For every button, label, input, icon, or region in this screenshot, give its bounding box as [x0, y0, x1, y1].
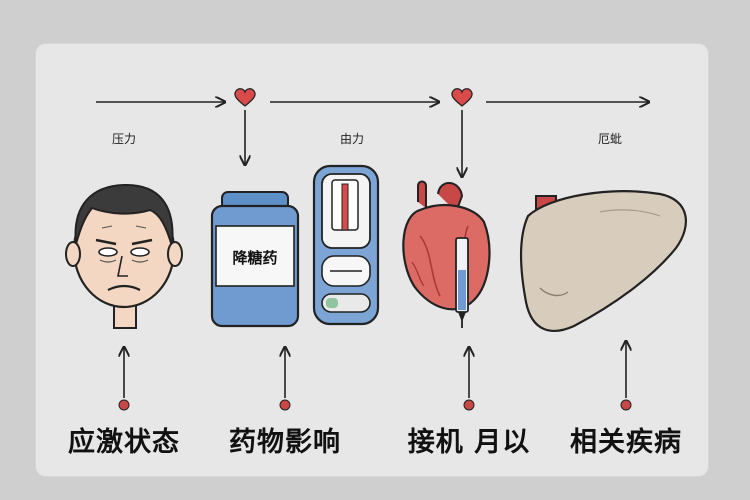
liver-icon — [519, 190, 688, 332]
heart-icon-2 — [451, 88, 473, 107]
dot-3 — [463, 399, 475, 411]
bottom-label-1: 应激状态 — [68, 427, 180, 458]
top-label-1: 压力 — [111, 132, 137, 146]
top-label-2: 由力 — [339, 132, 365, 146]
bottom-label-3: 接机 月以 — [407, 427, 531, 458]
bottom-label-2: 药物影响 — [229, 427, 341, 458]
glucose-meter-icon — [312, 164, 380, 326]
dot-2 — [279, 399, 291, 411]
heart-with-syringe-icon — [402, 180, 491, 328]
stressed-face-icon — [65, 183, 183, 329]
bottom-label-4: 相关疾病 — [570, 427, 682, 458]
top-label-3: 厄蚍 — [597, 132, 623, 146]
heart-icon-1 — [234, 88, 256, 107]
bottle-label: 降糖药 — [232, 249, 278, 267]
medicine-bottle-icon — [210, 191, 300, 328]
dot-1 — [118, 399, 130, 411]
dot-4 — [620, 399, 632, 411]
